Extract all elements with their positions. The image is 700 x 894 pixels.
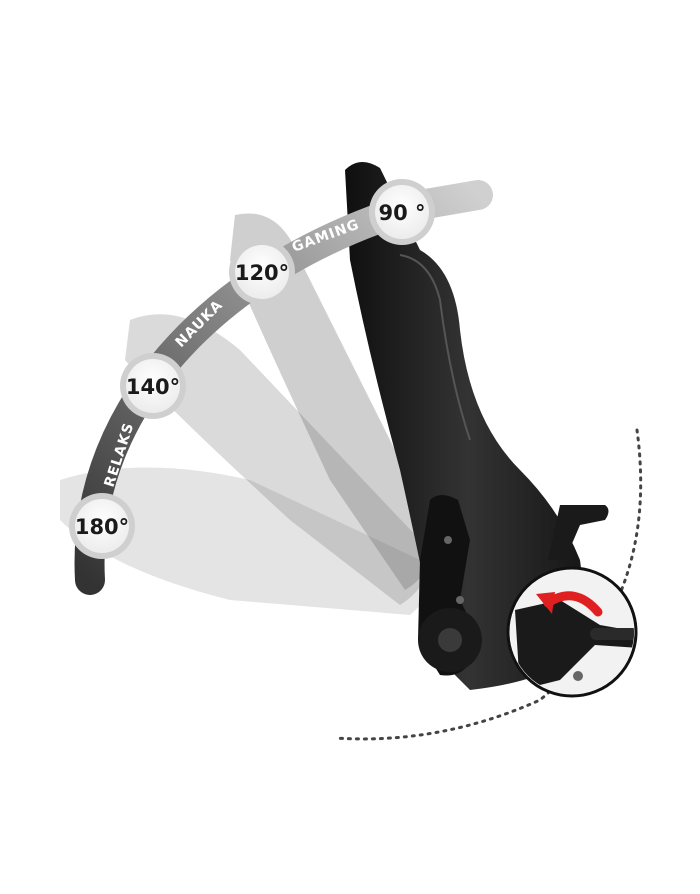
recline-ghost-180 xyxy=(60,467,428,615)
svg-text:120°: 120° xyxy=(235,261,289,285)
svg-text:140°: 140° xyxy=(126,375,180,399)
svg-text:180°: 180° xyxy=(75,515,129,539)
recline-ghost-120 xyxy=(230,213,433,590)
recline-ghost-140 xyxy=(125,314,427,605)
recline-mechanism xyxy=(418,495,482,676)
angle-badge-180: 180° xyxy=(69,493,135,559)
rotate-arrow-icon xyxy=(536,591,603,617)
chair-armrest xyxy=(548,505,609,560)
angle-badge-90: 90 ° xyxy=(369,179,435,245)
svg-text:90 °: 90 ° xyxy=(378,201,425,225)
angle-badge-140: 140° xyxy=(120,353,186,419)
chair-backrest xyxy=(345,161,590,690)
angle-badge-120: 120° xyxy=(229,239,295,305)
lever-zoom-inset xyxy=(506,566,638,698)
rotation-guide-dotted xyxy=(333,428,643,741)
